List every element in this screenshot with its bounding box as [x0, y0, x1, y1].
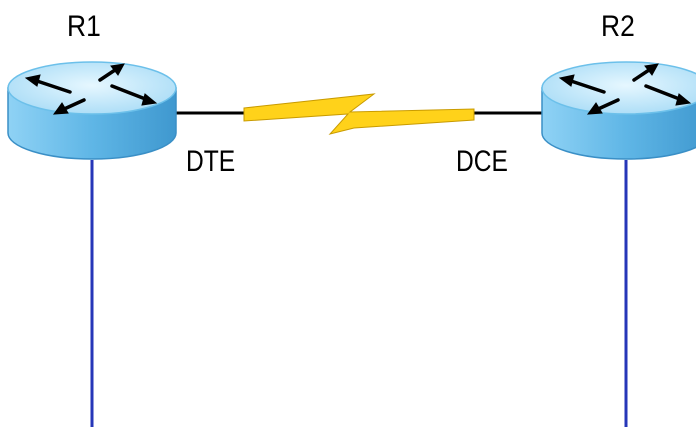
- dte-label: DTE: [186, 145, 236, 178]
- router-label-r2: R2: [601, 10, 635, 43]
- router-icon: [541, 61, 696, 160]
- dce-label: DCE: [456, 145, 508, 178]
- router-label-r1: R1: [67, 10, 101, 43]
- router-icon: [7, 61, 177, 160]
- serial-link-icon: [176, 93, 544, 135]
